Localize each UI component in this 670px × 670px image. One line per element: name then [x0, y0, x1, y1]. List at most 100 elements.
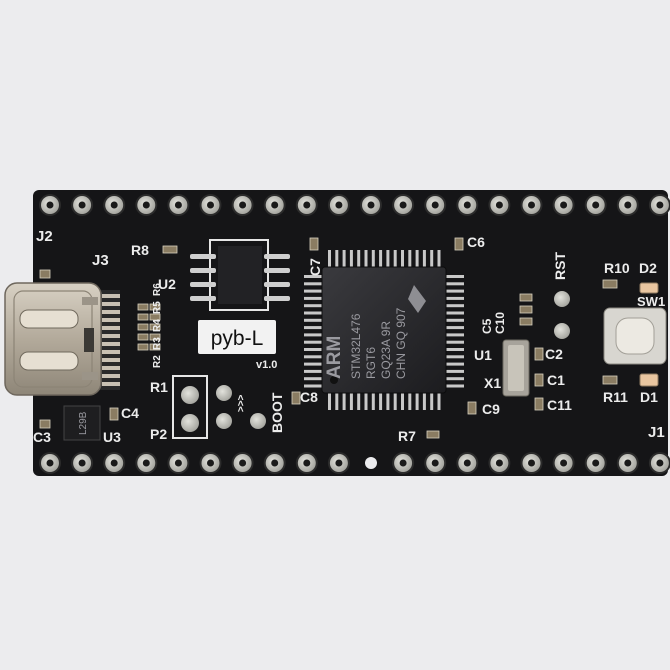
- mcu-pin-top: [415, 250, 419, 268]
- mcu-pin-right: [445, 311, 464, 315]
- bottom-pad-hole: [592, 459, 600, 467]
- u2-pin: [190, 282, 216, 287]
- usb-pin: [102, 334, 120, 338]
- smd-component: [109, 407, 119, 421]
- mcu-pin-bottom: [430, 392, 434, 410]
- mcu-pin-right: [445, 340, 464, 344]
- mcu-pin-left: [304, 311, 323, 315]
- label-c11: C11: [547, 397, 572, 413]
- top-pad-hole: [271, 201, 279, 209]
- mcu-pin-left: [304, 355, 323, 359]
- label-r8: R8: [131, 242, 149, 258]
- crystal-x1: [502, 339, 530, 397]
- smd-component: [162, 245, 178, 254]
- top-pad-hole: [174, 201, 182, 209]
- mcu-pin-bottom: [408, 392, 412, 410]
- mcu-pin-left: [304, 362, 323, 366]
- mcu-pin-right: [445, 348, 464, 351]
- smd-component: [149, 303, 161, 311]
- label-p2: P2: [150, 426, 167, 442]
- usb-pin: [102, 302, 120, 306]
- bottom-pad-hole: [399, 459, 407, 467]
- bottom-pad-hole: [174, 459, 182, 467]
- smd-component: [137, 343, 149, 351]
- label-r4: R4: [152, 319, 163, 332]
- bottom-pad-hole: [110, 459, 118, 467]
- mcu-pin-top: [328, 250, 331, 268]
- smd-component: [519, 305, 533, 314]
- smd-component: [149, 343, 161, 351]
- top-pad-hole: [624, 201, 632, 209]
- smd-component: [534, 373, 544, 387]
- label-r3: R3: [152, 337, 163, 350]
- top-pad-hole: [463, 201, 471, 209]
- mcu-pin-right: [445, 304, 464, 308]
- sw1-user-switch[interactable]: [603, 307, 667, 365]
- mcu-origin-code: CHN GQ 907: [394, 307, 408, 379]
- label-rst: RST: [552, 252, 568, 280]
- smd-component: [454, 237, 464, 251]
- mounting-hole: [365, 457, 377, 469]
- mcu-pin-bottom: [422, 392, 426, 410]
- usb-pin: [102, 358, 120, 362]
- label-c2: C2: [545, 346, 563, 362]
- mcu-pin-right: [445, 282, 464, 286]
- label-r2: R2: [152, 355, 163, 368]
- mcu-pin-right: [445, 333, 464, 337]
- smd-component: [519, 317, 533, 326]
- mcu-pin-bottom: [401, 392, 404, 410]
- mcu-pin-right: [445, 355, 464, 359]
- u2-pin: [190, 268, 216, 273]
- u2-flash-chip: [190, 239, 290, 311]
- mcu-pin-right: [445, 318, 464, 322]
- mcu-pin-top: [430, 250, 434, 268]
- smd-component: [137, 303, 149, 311]
- u2-pin: [264, 296, 290, 301]
- u3-regulator: L29B: [63, 405, 101, 441]
- st-logo-icon: [408, 285, 426, 313]
- mcu-arm-logo: ARM: [324, 336, 345, 379]
- board-name-plate: pyb-L: [198, 320, 276, 354]
- mcu-pin-bottom: [437, 392, 441, 410]
- mcu-pin-left: [304, 333, 323, 337]
- usb-pin: [102, 382, 120, 386]
- label-d2: D2: [639, 260, 657, 276]
- label-j1: J1: [648, 424, 665, 441]
- mcu-pin-right: [445, 289, 464, 293]
- mcu-pin-top: [386, 250, 390, 268]
- mcu-pin-left: [304, 340, 323, 344]
- u3-marking: L29B: [78, 411, 89, 435]
- label-j2: J2: [36, 228, 53, 245]
- smd-component: [309, 237, 319, 251]
- bottom-pad-hole: [78, 459, 86, 467]
- mcu-pin-left: [304, 318, 323, 322]
- smd-component: [137, 313, 149, 321]
- label-c3: C3: [33, 429, 51, 445]
- board-name-label: pyb-L: [211, 327, 264, 350]
- mcu-pin-left: [304, 384, 323, 388]
- u2-pin: [190, 296, 216, 301]
- top-pad-hole: [110, 201, 118, 209]
- label-u3: U3: [103, 429, 121, 445]
- bottom-pad-hole: [463, 459, 471, 467]
- mcu-pin-left: [304, 377, 323, 381]
- usb-pin: [102, 310, 120, 314]
- bottom-pad-hole: [656, 459, 664, 467]
- mcu-pin-right: [445, 275, 464, 278]
- mcu-pin-bottom: [328, 392, 331, 410]
- mcu-pin-right: [445, 296, 464, 300]
- smd-component: [534, 347, 544, 361]
- mcu-pin-bottom: [364, 392, 368, 410]
- bottom-pad-hole: [528, 459, 535, 467]
- mcu-pin-bottom: [342, 392, 346, 410]
- mcu-pin-right: [445, 369, 464, 373]
- smd-component: [467, 401, 477, 415]
- mcu-lot-code: GQ23A 9R: [379, 321, 393, 379]
- bottom-header-pads: [39, 452, 670, 474]
- label-c7: C7: [307, 258, 323, 276]
- bottom-pad-hole: [239, 459, 247, 467]
- mcu-pin-left: [304, 275, 323, 278]
- label-r10: R10: [604, 260, 630, 276]
- usb-pin: [102, 374, 120, 378]
